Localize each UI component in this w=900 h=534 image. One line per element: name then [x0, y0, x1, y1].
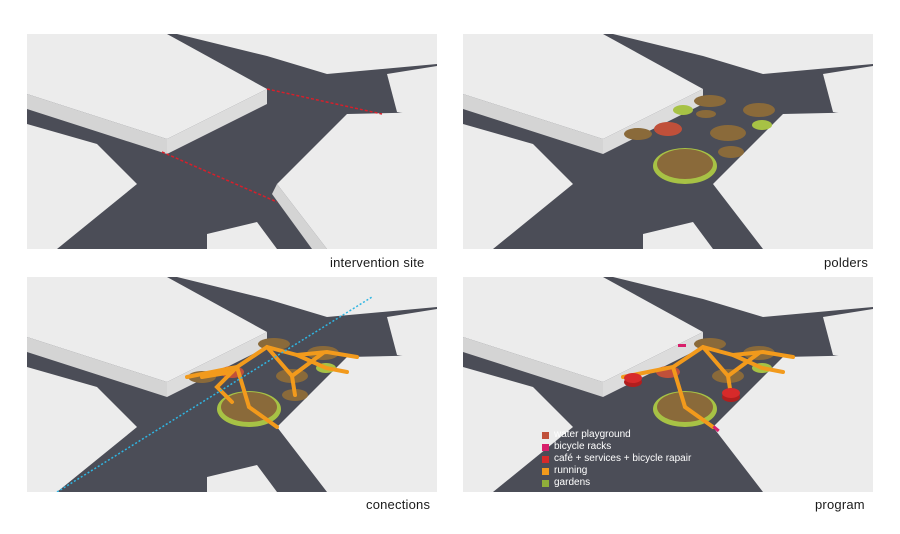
polder-green	[752, 120, 772, 130]
building-block	[177, 277, 437, 317]
building-block	[277, 355, 437, 492]
building-side	[463, 337, 603, 397]
building-side	[27, 337, 167, 397]
building-block	[463, 367, 573, 492]
polder	[743, 103, 775, 117]
cafe-services	[624, 373, 642, 383]
polder	[624, 128, 652, 140]
legend-item: bicycle racks	[542, 441, 691, 453]
legend-item: water playground	[542, 429, 691, 441]
building-side	[27, 94, 167, 154]
building-block	[713, 355, 873, 492]
map-program	[463, 277, 873, 492]
bicycle-rack	[678, 344, 686, 347]
polder	[694, 95, 726, 107]
panel-intervention-site	[27, 34, 437, 249]
building-block	[463, 34, 703, 139]
building-block	[27, 277, 267, 382]
site-boundary-line	[161, 151, 278, 203]
building-block	[387, 309, 437, 362]
polder-water	[654, 122, 682, 136]
connection-dashed-line	[56, 296, 373, 492]
building-block	[27, 124, 137, 249]
building-block	[823, 66, 873, 119]
legend-label: café + services + bicycle rapair	[554, 453, 692, 464]
polder	[710, 125, 746, 141]
legend-label: gardens	[554, 477, 591, 488]
running-paths	[185, 344, 359, 429]
building-block	[613, 34, 873, 74]
legend-item: café + services + bicycle rapair	[542, 453, 691, 465]
legend-swatch	[542, 431, 549, 439]
panel-polders	[463, 34, 873, 249]
building-side	[167, 89, 267, 154]
panel-program	[463, 277, 873, 492]
legend-label: running	[554, 465, 588, 476]
polder-green	[673, 105, 693, 115]
building-block	[207, 222, 277, 249]
caption-polders: polders	[824, 255, 869, 270]
map-polders	[463, 34, 873, 249]
building-block	[463, 277, 703, 382]
legend-label: bicycle racks	[554, 441, 612, 452]
building-block	[277, 112, 437, 249]
legend-swatch	[542, 467, 549, 475]
legend-swatch	[542, 455, 549, 463]
panel-conections	[27, 277, 437, 492]
map-intervention-site	[27, 34, 437, 249]
map-conections	[27, 277, 437, 492]
building-block	[463, 124, 573, 249]
legend-item: running	[542, 465, 691, 477]
building-block	[713, 112, 873, 249]
building-block	[27, 34, 267, 139]
building-block	[823, 309, 873, 362]
legend-item: gardens	[542, 477, 691, 489]
bicycle-rack	[712, 425, 720, 433]
building-block	[643, 222, 713, 249]
building-block	[177, 34, 437, 74]
caption-program: program	[815, 497, 865, 512]
polder	[696, 110, 716, 118]
building-block	[387, 66, 437, 119]
building-side	[463, 94, 603, 154]
building-block	[27, 367, 137, 492]
polder-garden	[657, 149, 713, 179]
building-block	[207, 465, 277, 492]
polder	[718, 146, 744, 158]
cafe-services	[722, 388, 740, 398]
legend-swatch	[542, 479, 549, 487]
building-side	[272, 184, 327, 249]
caption-intervention-site: intervention site	[330, 255, 425, 270]
caption-conections: conections	[366, 497, 431, 512]
legend: water playground bicycle racks café + se…	[542, 429, 691, 489]
legend-label: water playground	[554, 429, 631, 440]
legend-swatch	[542, 443, 549, 451]
building-block	[613, 277, 873, 317]
